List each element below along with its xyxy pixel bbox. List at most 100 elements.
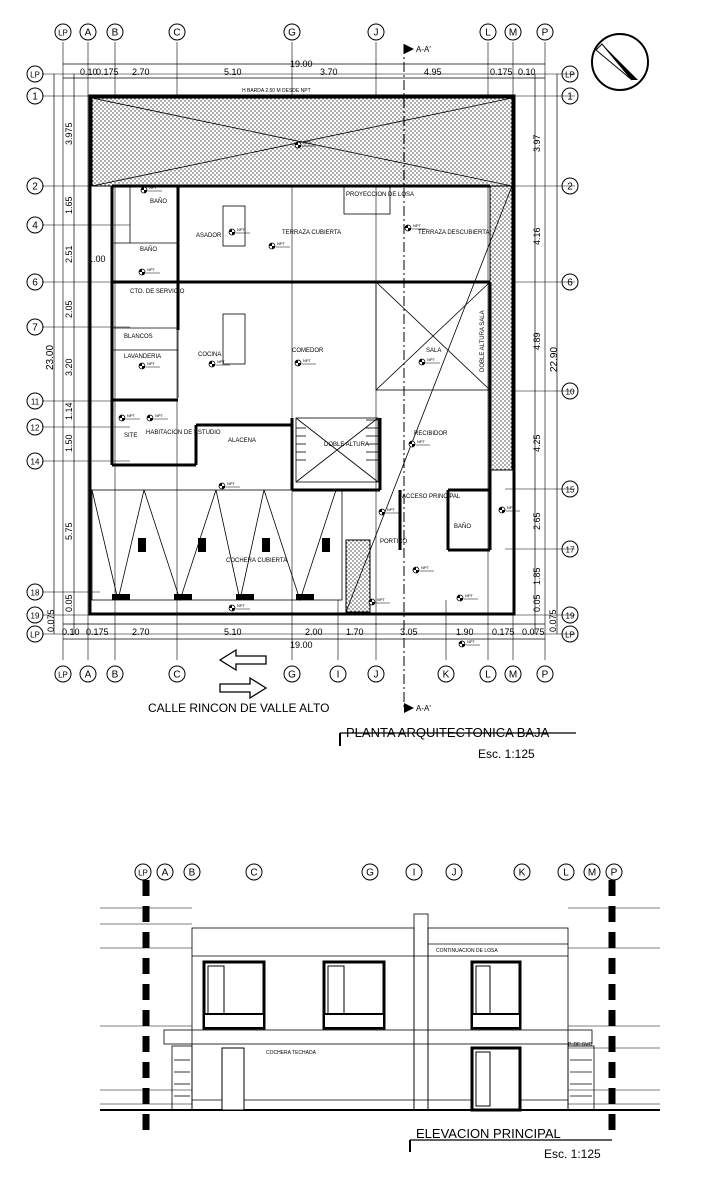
left-dim-3: 1.00 bbox=[88, 254, 106, 264]
npt-label: NPT bbox=[149, 185, 158, 190]
npt-level-icon: NPT bbox=[146, 413, 168, 422]
grid-label: LP bbox=[565, 631, 575, 640]
grid-label: 17 bbox=[566, 546, 575, 555]
grid-bubble bbox=[479, 665, 497, 683]
grid-bubble bbox=[54, 665, 72, 683]
room-cocina: COCINA bbox=[198, 352, 221, 358]
grid-label: LP bbox=[58, 29, 68, 38]
npt-label: NPT bbox=[277, 241, 286, 246]
bottom-dim-9: 0.075 bbox=[522, 627, 545, 637]
section-arrow-top bbox=[404, 44, 414, 54]
bottom-dim-8: 0.175 bbox=[492, 627, 515, 637]
npt-level-icon: NPT bbox=[368, 597, 390, 606]
grid-label: J bbox=[374, 28, 379, 39]
grid-label: LP bbox=[30, 71, 40, 80]
grid-label: G bbox=[366, 868, 374, 879]
level-markers: NPT NPT NPT NPT NPT NPT NPT NPT NPT NPT NPT NPT NPT N… bbox=[118, 140, 520, 648]
section-label-bottom: A-A' bbox=[416, 704, 431, 713]
plan-scale: Esc. 1:125 bbox=[478, 747, 535, 761]
npt-level-icon: NPT bbox=[418, 357, 440, 366]
street-name: CALLE RINCON DE VALLE ALTO bbox=[148, 701, 329, 715]
grid-label: 11 bbox=[31, 398, 40, 407]
grid-bubble bbox=[283, 23, 301, 41]
grid-bubble bbox=[437, 665, 455, 683]
top-dim-1: 0.175 bbox=[96, 67, 119, 77]
grid-label: 19 bbox=[31, 612, 40, 621]
right-dim-7: 0.075 bbox=[548, 609, 558, 632]
left-dim-5: 3.20 bbox=[64, 358, 74, 376]
room-terraza-cubierta: TERRAZA CUBIERTA bbox=[282, 230, 341, 236]
elev-label-losa: CONTINUACION DE LOSA bbox=[436, 948, 498, 954]
npt-level-icon: NPT bbox=[458, 639, 480, 648]
left-dim-2: 2.51 bbox=[64, 245, 74, 263]
grid-label: C bbox=[250, 868, 257, 879]
right-dim-3: 4.25 bbox=[532, 434, 542, 452]
garage-slabs bbox=[91, 489, 343, 602]
bottom-dim-2: 2.70 bbox=[132, 627, 150, 637]
grid-label: K bbox=[519, 868, 526, 879]
npt-label: NPT bbox=[417, 439, 426, 444]
grid-label: A bbox=[85, 670, 92, 681]
grid-bubble bbox=[168, 23, 186, 41]
plan-title: PLANTA ARQUITECTONICA BAJA bbox=[346, 725, 550, 740]
grid-bubble bbox=[583, 863, 601, 881]
section-arrow-bottom bbox=[404, 703, 414, 713]
grid-label: J bbox=[452, 868, 457, 879]
right-dim-4: 2.65 bbox=[532, 512, 542, 530]
npt-label: NPT bbox=[217, 359, 226, 364]
street-arrows-icon bbox=[218, 648, 268, 700]
npt-label: NPT bbox=[507, 505, 516, 510]
grid-label: I bbox=[413, 868, 416, 879]
npt-label: NPT bbox=[413, 223, 422, 228]
grid-bubble bbox=[245, 863, 263, 881]
top-dim-3: 5.10 bbox=[224, 67, 242, 77]
right-dim-1: 4.16 bbox=[532, 227, 542, 245]
npt-level-icon: NPT bbox=[378, 507, 400, 516]
room-habitacion-estudio: HABITACION DE ESTUDIO bbox=[146, 430, 221, 436]
room-doble-altura: DOBLE ALTURA bbox=[324, 442, 369, 448]
dimension-lines bbox=[53, 63, 558, 640]
right-total-dim: 22.90 bbox=[549, 347, 560, 372]
room-portico: PORTICO bbox=[380, 539, 408, 545]
npt-level-icon: NPT bbox=[208, 359, 230, 368]
grid-label: I bbox=[337, 670, 340, 681]
bottom-dim-0: 0.10 bbox=[62, 627, 80, 637]
grid-label: M bbox=[509, 28, 517, 39]
npt-label: NPT bbox=[237, 603, 246, 608]
room-comedor: COMEDOR bbox=[292, 348, 324, 354]
npt-level-icon: NPT bbox=[140, 185, 162, 194]
grid-label: A bbox=[85, 28, 92, 39]
grid-label: 19 bbox=[566, 612, 575, 621]
room-bano-1: BAÑO bbox=[150, 198, 167, 205]
grid-label: 15 bbox=[566, 486, 575, 495]
sala-double-height bbox=[375, 281, 491, 391]
npt-level-icon: NPT bbox=[138, 267, 160, 276]
north-arrow-icon bbox=[591, 33, 649, 91]
bottom-total-dim: 19.00 bbox=[290, 640, 313, 650]
npt-label: NPT bbox=[147, 267, 156, 272]
kitchen-island bbox=[222, 313, 246, 365]
room-doble-altura-sala: DOBLE ALTURA SALA bbox=[480, 310, 486, 372]
room-asador: ASADOR bbox=[196, 233, 222, 239]
room-terraza-descubierta: TERRAZA DESCUBIERTA bbox=[418, 230, 489, 236]
grid-bubble bbox=[367, 665, 385, 683]
grid-label: C bbox=[173, 670, 180, 681]
grid-label: 1 bbox=[567, 92, 573, 103]
npt-label: NPT bbox=[127, 413, 136, 418]
npt-level-icon: NPT bbox=[412, 565, 434, 574]
grid-label: 4 bbox=[32, 221, 38, 232]
npt-label: NPT bbox=[377, 597, 386, 602]
npt-level-icon: NPT bbox=[498, 505, 520, 514]
grid-label: 2 bbox=[567, 182, 573, 193]
right-dim-5: 1.85 bbox=[532, 567, 542, 585]
grid-bubble bbox=[79, 665, 97, 683]
grid-bubble bbox=[536, 23, 554, 41]
